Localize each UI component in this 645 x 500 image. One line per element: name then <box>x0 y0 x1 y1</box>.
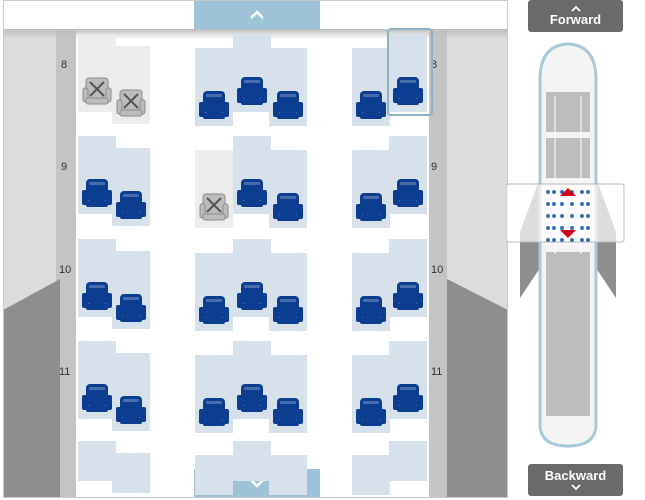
seat-9C[interactable] <box>114 188 148 222</box>
seat-11F[interactable] <box>271 395 305 429</box>
chevron-up-icon <box>570 5 581 12</box>
seat-8H[interactable] <box>354 88 388 122</box>
seat-10D[interactable] <box>197 293 231 327</box>
occupied-seat <box>114 86 148 120</box>
forward-button-label: Forward <box>549 12 602 27</box>
x-seat-icon <box>116 89 146 117</box>
seat-icon <box>393 179 423 207</box>
seat-background <box>352 455 390 495</box>
seat-9H[interactable] <box>354 190 388 224</box>
selected-seat-frame <box>387 28 433 116</box>
chevron-down-icon <box>250 479 264 488</box>
wing-right <box>447 279 507 497</box>
occupied-seat <box>80 74 114 108</box>
x-seat-icon <box>199 193 229 221</box>
seat-8F[interactable] <box>271 88 305 122</box>
seat-11E[interactable] <box>235 381 269 415</box>
row-label-left: 11 <box>59 366 71 378</box>
seat-icon <box>393 77 423 105</box>
seat-icon <box>116 396 146 424</box>
cabin-wall-right <box>429 31 447 497</box>
aircraft-overview-map: Forward Backward <box>506 0 645 500</box>
seat-icon <box>199 398 229 426</box>
seat-background <box>78 441 116 481</box>
seat-10E[interactable] <box>235 279 269 313</box>
seat-icon <box>356 296 386 324</box>
forward-button[interactable]: Forward <box>528 0 623 32</box>
seat-icon <box>237 282 267 310</box>
seat-icon <box>356 91 386 119</box>
row-label-right: 8 <box>431 59 438 71</box>
seat-icon <box>393 282 423 310</box>
seat-background <box>233 441 271 481</box>
seat-icon <box>199 296 229 324</box>
seat-background <box>389 441 427 481</box>
seat-icon <box>393 384 423 412</box>
x-seat-icon <box>82 77 112 105</box>
occupied-seat <box>197 190 231 224</box>
seat-background <box>112 453 150 493</box>
seat-icon <box>82 282 112 310</box>
seat-icon <box>116 191 146 219</box>
scroll-up-button[interactable] <box>194 1 320 29</box>
seat-icon <box>273 91 303 119</box>
seat-10A[interactable] <box>80 279 114 313</box>
seat-icon <box>116 294 146 322</box>
seat-background <box>269 455 307 495</box>
seat-9E[interactable] <box>235 176 269 210</box>
row-label-right: 11 <box>431 366 443 378</box>
seat-icon <box>82 179 112 207</box>
seat-11C[interactable] <box>114 393 148 427</box>
seat-10K[interactable] <box>391 279 425 313</box>
seat-background <box>195 455 233 495</box>
seat-icon <box>237 384 267 412</box>
seat-9F[interactable] <box>271 190 305 224</box>
chevron-up-icon <box>250 10 264 19</box>
seat-icon <box>82 384 112 412</box>
wing-left <box>4 279 60 497</box>
seat-9A[interactable] <box>80 176 114 210</box>
seat-11H[interactable] <box>354 395 388 429</box>
seat-10F[interactable] <box>271 293 305 327</box>
seat-10C[interactable] <box>114 291 148 325</box>
seat-icon <box>273 296 303 324</box>
seat-8E[interactable] <box>235 74 269 108</box>
seat-10H[interactable] <box>354 293 388 327</box>
seat-icon <box>356 398 386 426</box>
seat-icon <box>273 193 303 221</box>
row-label-left: 8 <box>61 59 68 71</box>
backward-button[interactable]: Backward <box>528 464 623 496</box>
seat-icon <box>199 91 229 119</box>
seat-icon <box>237 77 267 105</box>
row-label-left: 10 <box>59 264 72 276</box>
seat-icon <box>273 398 303 426</box>
seat-11D[interactable] <box>197 395 231 429</box>
seat-11K[interactable] <box>391 381 425 415</box>
row-label-right: 10 <box>431 264 444 276</box>
aircraft-outline <box>506 42 625 448</box>
row-label-left: 9 <box>61 161 68 173</box>
seat-icon <box>237 179 267 207</box>
seat-icon <box>356 193 386 221</box>
seat-8K[interactable] <box>391 74 425 108</box>
cabin-wall-left <box>56 31 76 497</box>
seat-9K[interactable] <box>391 176 425 210</box>
chevron-down-icon <box>570 484 581 491</box>
seat-map-cabin: 8 8 9 9 10 10 11 11 <box>3 0 508 498</box>
row-label-right: 9 <box>431 161 438 173</box>
seat-11A[interactable] <box>80 381 114 415</box>
seat-8D[interactable] <box>197 88 231 122</box>
backward-button-label: Backward <box>544 468 607 483</box>
